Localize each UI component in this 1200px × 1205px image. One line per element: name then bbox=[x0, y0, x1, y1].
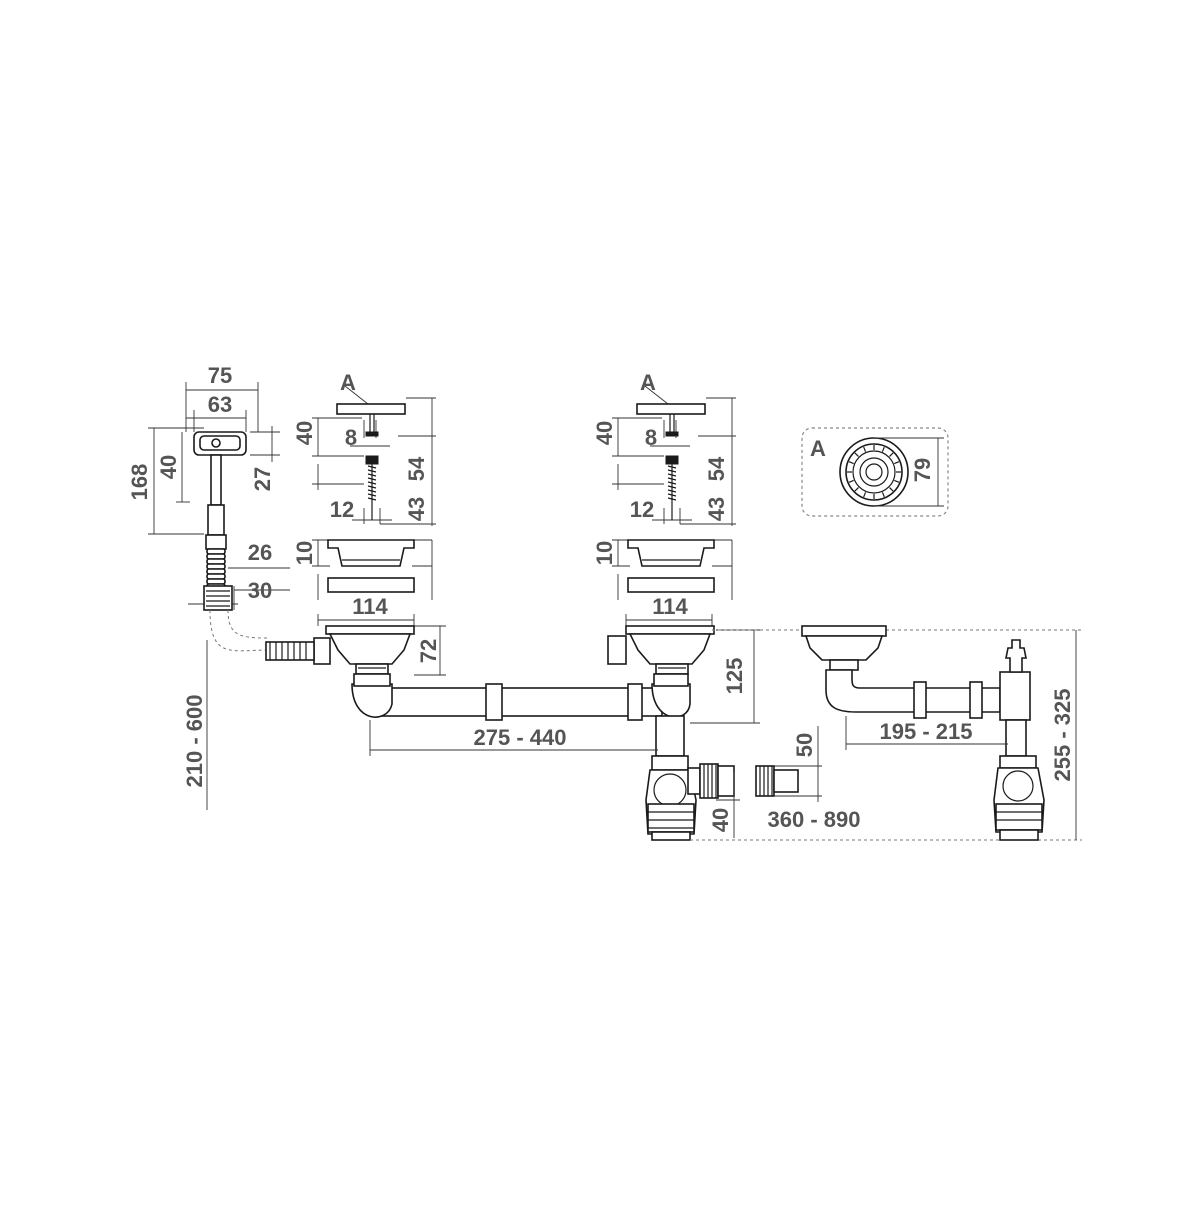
strainer-slot bbox=[894, 479, 900, 483]
strainer-slots bbox=[847, 445, 901, 499]
dim-body-height: 72 bbox=[416, 639, 441, 663]
strainer-slot bbox=[889, 452, 894, 457]
dim-cap-height: 40 bbox=[592, 421, 617, 445]
dim-side-length: 195 - 215 bbox=[880, 719, 973, 744]
dim-basket-height: 10 bbox=[292, 541, 317, 565]
screw-thread bbox=[667, 485, 677, 489]
outlet-adapter-ribs bbox=[759, 766, 773, 796]
dim-screw-diameter: 12 bbox=[330, 497, 354, 522]
dim-pipe-length: 275 - 440 bbox=[474, 725, 567, 750]
dim-cap-height: 40 bbox=[292, 421, 317, 445]
callout-a-right: A bbox=[640, 370, 656, 395]
screw-thread bbox=[367, 485, 377, 489]
dim-body-height-right: 125 bbox=[722, 658, 747, 695]
dim-body-diameter: 114 bbox=[652, 594, 688, 619]
dim-outlet-diameter: 50 bbox=[792, 733, 817, 757]
dim-strainer-diameter: 79 bbox=[910, 458, 935, 482]
screw-thread bbox=[367, 465, 377, 469]
screw-thread bbox=[667, 473, 677, 477]
strainer-slot bbox=[848, 461, 854, 465]
dim-outlet-length: 360 - 890 bbox=[768, 807, 861, 832]
dim-overflow-height-total: 168 bbox=[127, 464, 152, 501]
strainer-slot bbox=[894, 461, 900, 465]
screw-thread bbox=[667, 481, 677, 485]
screw-thread bbox=[367, 473, 377, 477]
siphon-assembly: 275 - 440 125 50 40 360 - 890 bbox=[351, 629, 1082, 841]
strainer-slot bbox=[881, 492, 885, 498]
outlet-thread bbox=[703, 764, 717, 798]
strainer-right: A 40 8 54 43 12 10 114 bbox=[592, 370, 736, 675]
dim-body-diameter: 114 bbox=[352, 594, 388, 619]
screw-thread bbox=[667, 489, 677, 493]
dim-total-height: 255 - 325 bbox=[1050, 689, 1075, 782]
detail-a: A 79 bbox=[801, 427, 949, 517]
dim-overflow-height-body: 40 bbox=[156, 455, 181, 479]
screw-thread bbox=[667, 469, 677, 473]
strainer-slot bbox=[863, 492, 867, 498]
dim-stem-diameter: 8 bbox=[645, 425, 657, 450]
dim-hose-length: 210 - 600 bbox=[182, 695, 207, 788]
dim-screw-diameter: 12 bbox=[630, 497, 654, 522]
callout-a-left: A bbox=[340, 370, 356, 395]
overflow-unit: 75 63 168 40 27 26 30 210 - 600 bbox=[127, 363, 290, 810]
dim-hose-diameter-2: 30 bbox=[248, 578, 272, 603]
dim-overflow-width-inner: 63 bbox=[208, 392, 232, 417]
strainer-slot bbox=[854, 487, 859, 492]
dim-total-height: 54 bbox=[704, 456, 729, 481]
screw-thread bbox=[367, 469, 377, 473]
screw-thread bbox=[367, 493, 377, 497]
screw-thread bbox=[667, 493, 677, 497]
strainer-left: A 40 8 54 43 12 10 114 72 bbox=[265, 370, 446, 676]
strainer-slot bbox=[889, 487, 894, 492]
screw-thread bbox=[667, 497, 677, 501]
corrugated-hose bbox=[206, 548, 226, 590]
strainer-slot bbox=[848, 479, 854, 483]
screw-thread-left bbox=[367, 464, 377, 520]
single-siphon: 195 - 215 255 - 325 bbox=[801, 625, 1077, 841]
callout-a-detail: A bbox=[810, 436, 826, 461]
dim-outlet-diameter-2: 40 bbox=[708, 808, 733, 832]
strainer-slot bbox=[881, 446, 885, 452]
screw-thread bbox=[367, 497, 377, 501]
overflow-inlet-ribs bbox=[269, 642, 307, 660]
dim-screw-height: 43 bbox=[404, 497, 429, 521]
dim-overflow-width-outer: 75 bbox=[208, 363, 232, 388]
screw-thread-right bbox=[667, 464, 677, 520]
dim-hose-diameter-1: 26 bbox=[248, 540, 272, 565]
strainer-slot bbox=[863, 446, 867, 452]
screw-thread bbox=[367, 481, 377, 485]
screw-thread bbox=[667, 465, 677, 469]
dim-screw-height: 43 bbox=[704, 497, 729, 521]
dim-stem-diameter: 8 bbox=[345, 425, 357, 450]
dim-total-height: 54 bbox=[404, 456, 429, 481]
screw-thread bbox=[367, 489, 377, 493]
strainer-slot bbox=[854, 452, 859, 457]
dim-overflow-height-plate: 27 bbox=[250, 467, 275, 491]
screw-thread bbox=[667, 477, 677, 481]
dim-basket-height: 10 bbox=[592, 541, 617, 565]
screw-thread bbox=[367, 477, 377, 481]
